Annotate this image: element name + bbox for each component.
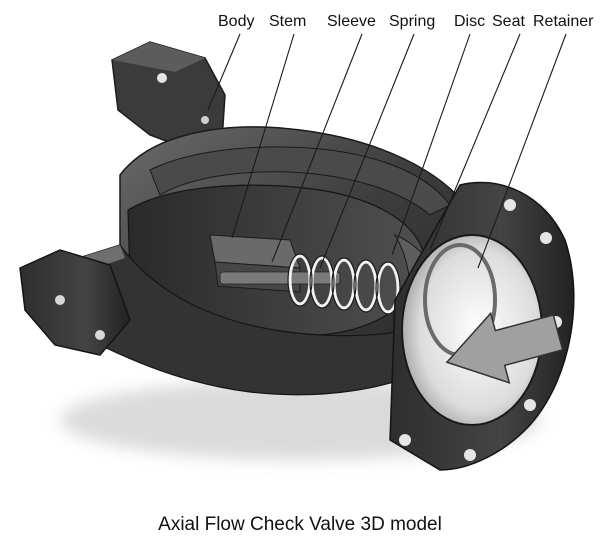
bolt-hole [95,330,105,340]
bottom-left-flange [19,249,131,356]
figure-caption: Axial Flow Check Valve 3D model [158,514,442,535]
bolt-hole [540,232,552,244]
bolt-hole [157,73,167,83]
spring-shadow [287,253,401,315]
leader-body [207,33,241,111]
label-body: Body [218,13,254,30]
bolt-hole [464,449,476,461]
leader-seat [429,33,521,251]
leader-spring [319,33,415,269]
leader-retainer [477,33,567,269]
label-stem: Stem [269,13,306,30]
bolt-hole [504,199,516,211]
leader-sleeve [271,33,363,263]
label-seat: Seat [492,13,525,30]
label-retainer: Retainer [533,13,594,30]
part-labels: Body Stem Sleeve Spring Disc Seat Retain… [218,13,594,30]
flow-arrow [445,311,564,384]
leader-disc [391,33,471,256]
body-cut-face [149,146,451,216]
label-disc: Disc [454,13,485,30]
bolt-hole [399,434,411,446]
label-spring: Spring [389,13,435,30]
top-left-flange [111,41,226,151]
bolt-hole [524,399,536,411]
leader-stem [231,33,295,239]
bolt-hole [55,295,65,305]
label-sleeve: Sleeve [327,13,376,30]
bolt-hole [201,116,209,124]
leader-lines [207,33,567,269]
